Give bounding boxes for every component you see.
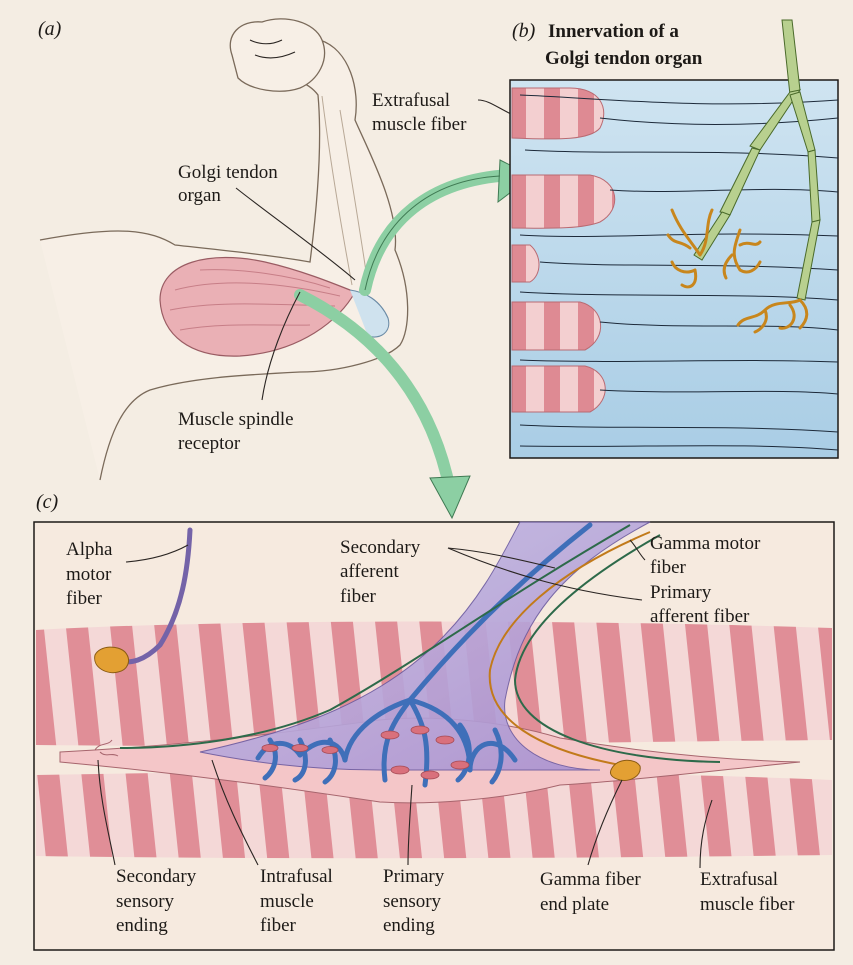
secondary-sensory-label-3: ending — [116, 915, 168, 936]
extrafusal-label-a-2: muscle fiber — [372, 114, 467, 135]
gamma-end-plate-label-2: end plate — [540, 894, 609, 915]
secondary-sensory-label-1: Secondary — [116, 866, 197, 887]
panel-a-letter: (a) — [38, 18, 62, 40]
primary-afferent-label-1: Primary — [650, 582, 712, 603]
secondary-sensory-label-2: sensory — [116, 891, 175, 912]
primary-afferent-label-2: afferent fiber — [650, 606, 750, 627]
alpha-label-2: motor — [66, 564, 112, 585]
secondary-afferent-label-3: fiber — [340, 586, 377, 607]
intrafusal-label-3: fiber — [260, 915, 297, 936]
spindle-label-2: receptor — [178, 433, 241, 454]
gamma-end-plate-label-1: Gamma fiber — [540, 869, 641, 890]
muscle-fiber-ends — [511, 87, 616, 413]
golgi-label-1: Golgi tendon — [178, 162, 278, 183]
arrow-to-c — [294, 289, 456, 496]
extrafusal-label-c-2: muscle fiber — [700, 894, 795, 915]
primary-sensory-label-3: ending — [383, 915, 435, 936]
gamma-motor-fiber — [488, 531, 651, 766]
sensory-nerve-branches — [255, 522, 593, 788]
golgi-label-2: organ — [178, 185, 221, 206]
alpha-motor-fiber — [115, 527, 193, 665]
intrafusal-label-2: muscle — [260, 891, 314, 912]
secondary-afferent-fiber — [119, 524, 631, 749]
gamma-motor-label-2: fiber — [650, 557, 687, 578]
secondary-afferent-label-2: afferent — [340, 561, 399, 582]
primary-sensory-label-1: Primary — [383, 866, 445, 887]
gamma-motor-label-1: Gamma motor — [650, 533, 761, 554]
fist-shape — [229, 18, 326, 92]
panel-c-letter: (c) — [36, 491, 59, 513]
arm-outline — [39, 31, 409, 481]
intrafusal-label-1: Intrafusal — [260, 866, 333, 887]
panel-b-letter: (b) — [512, 20, 536, 42]
extrafusal-fiber-bottom — [36, 771, 832, 859]
panel-c: (c) — [33, 491, 835, 951]
panel-a: (a) Extrafusal muscle fiber Golgi tendon… — [38, 18, 533, 520]
alpha-end-plate — [94, 646, 129, 674]
extrafusal-label-a-1: Extrafusal — [372, 90, 450, 111]
panel-b-title-2: Golgi tendon organ — [545, 48, 703, 69]
extrafusal-label-c-1: Extrafusal — [700, 869, 778, 890]
alpha-label-1: Alpha — [66, 539, 113, 560]
golgi-nerve-fiber — [693, 19, 821, 301]
intrafusal-nuclei — [261, 725, 470, 780]
panel-b-title-1: Innervation of a — [548, 21, 679, 42]
alpha-label-3: fiber — [66, 588, 103, 609]
spindle-label-1: Muscle spindle — [178, 409, 294, 430]
spindle-sheath — [199, 521, 651, 771]
secondary-afferent-label-1: Secondary — [340, 537, 421, 558]
gamma-end-plate — [609, 759, 641, 781]
primary-sensory-label-2: sensory — [383, 891, 442, 912]
panel-b: (b) Innervation of a Golgi tendon organ — [509, 19, 839, 459]
golgi-endings — [666, 208, 809, 334]
